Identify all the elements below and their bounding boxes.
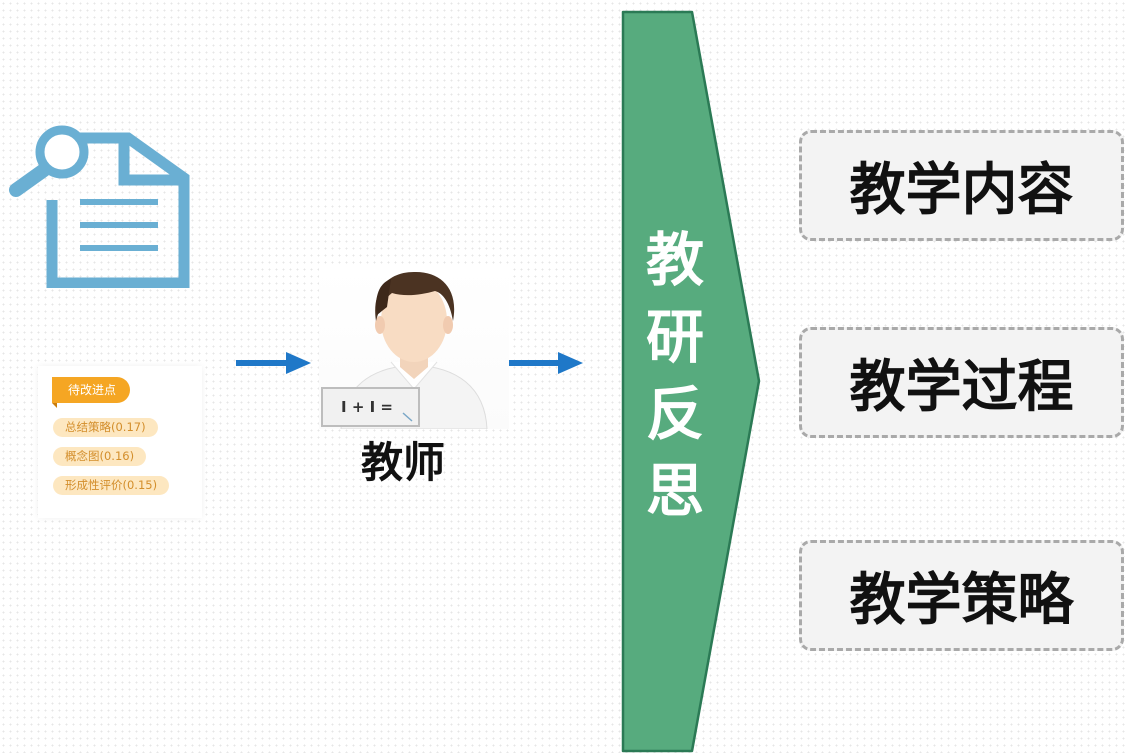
dimension-box-teaching-process: 教学过程 xyxy=(799,327,1124,438)
improvement-item: 总结策略(0.17) xyxy=(53,418,158,437)
teacher-avatar: I + I = xyxy=(319,267,509,429)
document-search-icon xyxy=(9,125,190,288)
teacher-label: 教师 xyxy=(360,438,445,487)
improvement-item: 概念图(0.16) xyxy=(53,447,147,466)
dimension-box-teaching-strategy: 教学策略 xyxy=(799,540,1124,651)
teacher-board-text: I + I = xyxy=(341,398,393,416)
teaching-reflection-label: 教研反思 xyxy=(645,226,704,525)
flow-arrow-to-teacher xyxy=(236,352,311,374)
improvement-card-title: 待改进点 xyxy=(52,377,131,408)
improvement-card: 待改进点 总结策略(0.17) 概念图(0.16) 形成性评价(0.15) xyxy=(38,366,202,518)
flow-arrow-to-reflection xyxy=(507,352,583,374)
dimension-box-teaching-content: 教学内容 xyxy=(799,130,1124,241)
teaching-reflection-arrow xyxy=(621,10,761,753)
improvement-item: 形成性评价(0.15) xyxy=(53,476,170,495)
